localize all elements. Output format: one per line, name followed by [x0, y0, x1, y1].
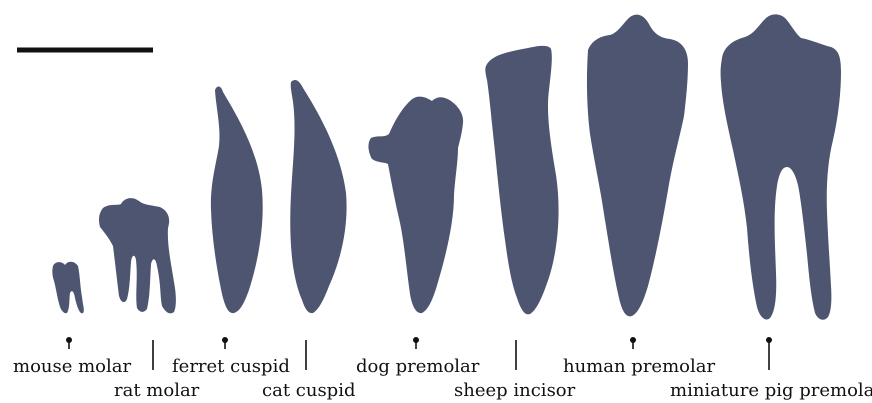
miniature-pig-premolar-shape [721, 14, 841, 319]
label-ferret-cuspid: ferret cuspid [172, 356, 290, 377]
label-miniature-pig-premolar: miniature pig premolar [670, 380, 872, 401]
label-mouse-molar: mouse molar [13, 356, 132, 377]
mouse-molar-shape [52, 262, 84, 314]
label-human-premolar: human premolar [563, 356, 715, 377]
rat-molar-shape [99, 198, 176, 313]
label-dog-premolar: dog premolar [356, 356, 480, 377]
sheep-incisor-shape [485, 46, 558, 315]
cat-cuspid-shape [290, 80, 346, 313]
label-rat-molar: rat molar [114, 380, 200, 401]
human-premolar-shape [587, 15, 688, 317]
label-sheep-incisor: sheep incisor [454, 380, 576, 401]
dog-premolar-shape [368, 97, 463, 313]
ferret-cuspid-shape [211, 86, 263, 313]
label-cat-cuspid: cat cuspid [262, 380, 355, 401]
